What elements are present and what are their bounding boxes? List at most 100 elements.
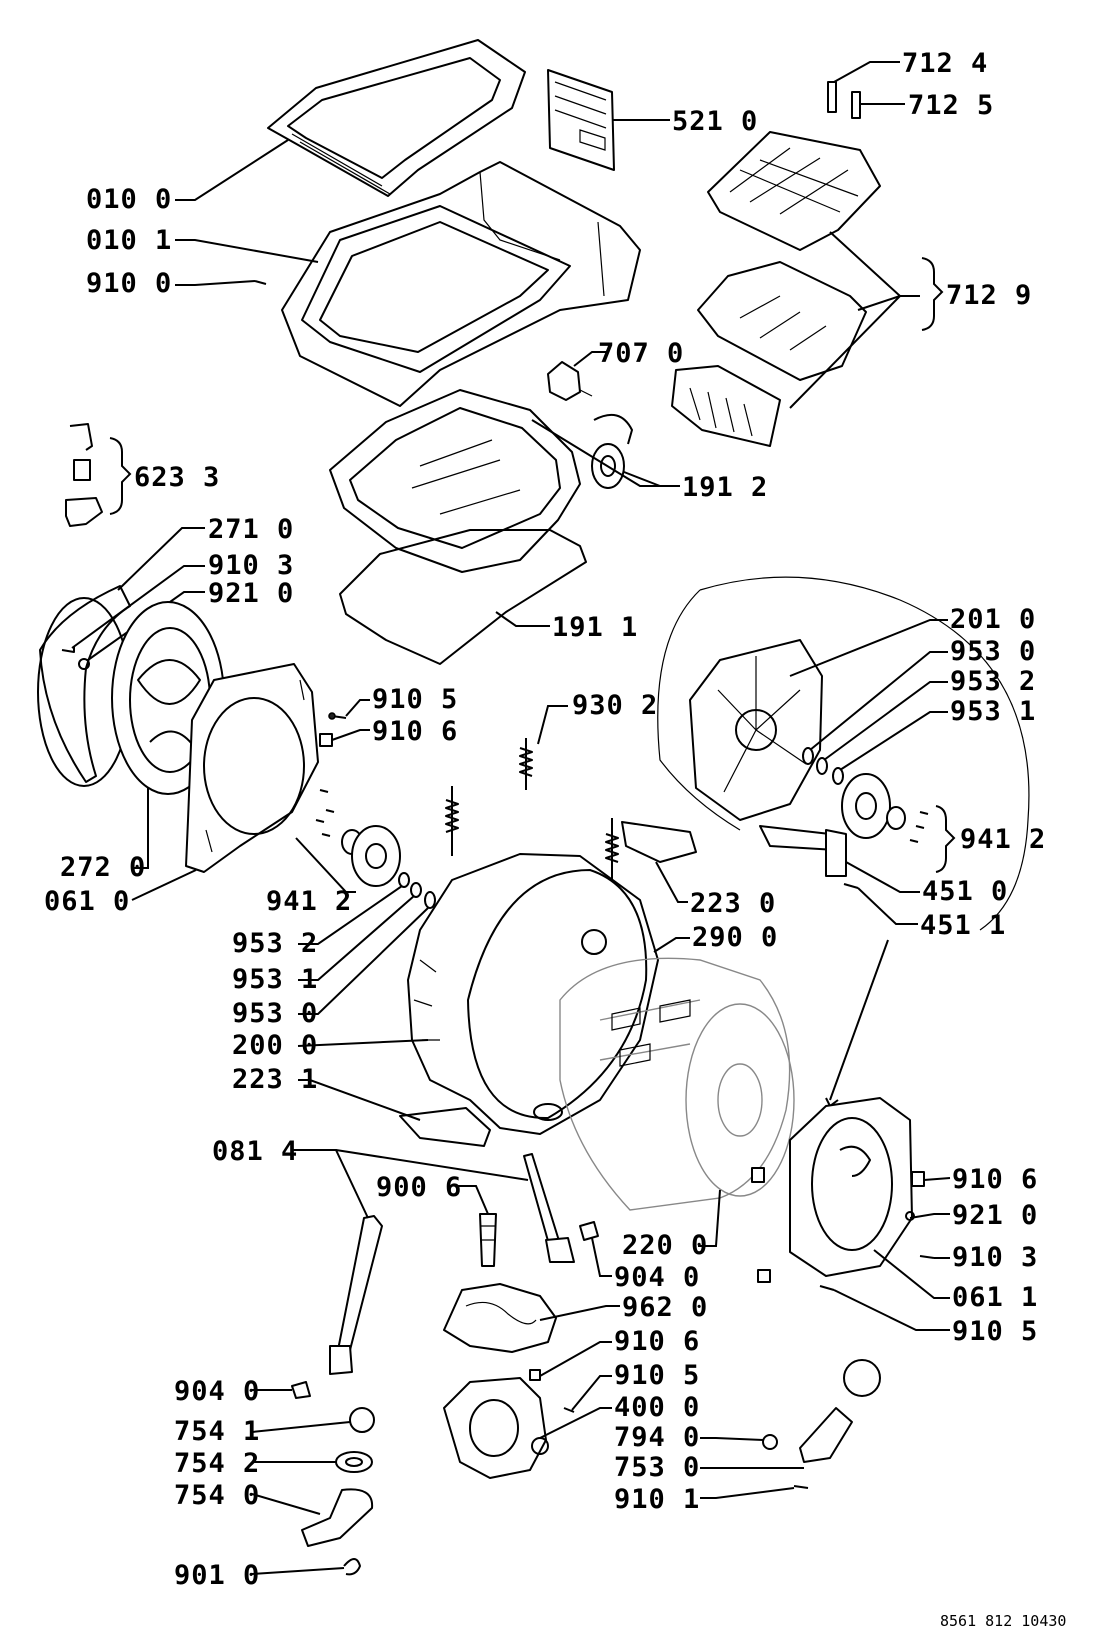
dispenser-assembly-712-9 (671, 131, 881, 447)
screw-910-3-left (61, 646, 75, 653)
pump-400-0 (443, 1377, 549, 1479)
label-941-2-a: 941 2 (266, 886, 352, 917)
label-953-2-b: 953 2 (950, 666, 1036, 697)
ring-953-0-left (424, 891, 436, 909)
label-953-1-a: 953 1 (232, 964, 318, 995)
leader-191-1 (495, 611, 550, 627)
document-number: 8561 812 10430 (940, 1612, 1066, 1630)
leader-962-0 (539, 1305, 620, 1321)
tub-top-ring-191-2 (329, 389, 581, 573)
label-191-1: 191 1 (552, 612, 638, 643)
leader-451-1 (857, 887, 918, 925)
label-910-6-b: 910 6 (614, 1326, 700, 1357)
leader-223-0 (655, 861, 688, 903)
screw-910-5-right (819, 1285, 835, 1291)
label-910-3-a: 910 3 (208, 550, 294, 581)
leader-754-1 (251, 1421, 351, 1433)
washer-921-0-left (78, 658, 90, 670)
brace-712-9 (921, 257, 944, 331)
ring-953-1-left (410, 882, 422, 898)
label-290-0: 290 0 (692, 922, 778, 953)
label-921-0-b: 921 0 (952, 1200, 1038, 1231)
ball-754-1 (349, 1407, 375, 1433)
clip-904-0-mid (579, 1221, 599, 1241)
label-904-0-b: 904 0 (174, 1376, 260, 1407)
label-910-5-b: 910 5 (614, 1360, 700, 1391)
panel-521-0 (547, 69, 615, 171)
label-794-0: 794 0 (614, 1422, 700, 1453)
inset-boundary (657, 576, 1030, 931)
ring-953-0-right (802, 747, 814, 765)
leader-904-0-a (591, 1237, 612, 1277)
leader-061-0 (131, 869, 197, 901)
label-451-0: 451 0 (922, 876, 1008, 907)
washer-921-0-right (905, 1211, 915, 1221)
leader-910-5-c (833, 1289, 950, 1331)
leader-900-6 (456, 1185, 489, 1215)
label-754-1: 754 1 (174, 1416, 260, 1447)
bearing-kit-941-2-left (315, 789, 401, 887)
label-061-0: 061 0 (44, 886, 130, 917)
leader-inset-arrow (829, 939, 889, 1101)
top-lid-frame-part (267, 39, 526, 197)
label-962-0: 962 0 (622, 1292, 708, 1323)
leader-953-0-a (298, 907, 429, 1015)
rear-flange-201-0 (689, 639, 823, 821)
leader-191-2-a (531, 419, 680, 487)
part-group-623-3 (65, 423, 103, 527)
label-623-3: 623 3 (134, 462, 220, 493)
label-200-0: 200 0 (232, 1030, 318, 1061)
leader-010-0 (175, 139, 289, 201)
plate-910-6-right (911, 1171, 925, 1187)
label-201-0: 201 0 (950, 604, 1036, 635)
label-010-0: 010 0 (86, 184, 172, 215)
leader-910-6-b (539, 1341, 612, 1377)
leader-910-3-a (71, 565, 205, 649)
hose-754-0 (301, 1488, 374, 1547)
label-953-0-a: 953 0 (232, 998, 318, 1029)
leader-910-5-a (345, 699, 370, 717)
leader-010-1 (175, 239, 319, 263)
bearing-kit-941-2-right (841, 773, 929, 843)
leader-290-0 (653, 937, 690, 953)
leader-953-2-a (298, 885, 403, 945)
leader-953-1-a (298, 895, 415, 981)
label-921-0-a: 921 0 (208, 578, 294, 609)
leader-953-0-b (809, 651, 948, 751)
label-904-0-a: 904 0 (614, 1262, 700, 1293)
label-910-5-c: 910 5 (952, 1316, 1038, 1347)
leader-707-0 (573, 351, 606, 367)
front-bracket-061-0 (185, 663, 319, 873)
label-081-4: 081 4 (212, 1136, 298, 1167)
label-754-2: 754 2 (174, 1448, 260, 1479)
part-707-0 (547, 361, 593, 401)
leader-930-2 (537, 705, 568, 745)
leader-200-0 (297, 1039, 429, 1047)
leader-712-9-c (789, 295, 901, 409)
shield-962-0 (443, 1283, 557, 1353)
ring-953-2-left (398, 872, 410, 888)
brace-623-3 (109, 437, 132, 515)
clip-904-0-left (291, 1381, 311, 1399)
label-400-0: 400 0 (614, 1392, 700, 1423)
leader-220-0 (698, 1189, 721, 1247)
leader-754-0 (251, 1493, 321, 1515)
label-272-0: 272 0 (60, 852, 146, 883)
label-451-1: 451 1 (920, 910, 1006, 941)
leader-201-0 (789, 619, 948, 677)
outer-tub-200-0 (407, 853, 659, 1135)
label-953-2-a: 953 2 (232, 928, 318, 959)
label-754-0: 754 0 (174, 1480, 260, 1511)
leader-712-9-b (857, 295, 901, 311)
bracket-223-0 (621, 821, 697, 863)
valve-753-0 (799, 1359, 881, 1463)
leader-953-1-b (839, 711, 948, 771)
shock-absorbers-081-4 (329, 1153, 575, 1375)
rear-bracket-061-1 (751, 1097, 913, 1283)
leader-061-1 (873, 1249, 950, 1299)
leader-910-1 (700, 1487, 795, 1499)
label-712-5: 712 5 (908, 90, 994, 121)
part-900-6 (479, 1213, 497, 1267)
label-223-0: 223 0 (690, 888, 776, 919)
label-191-2: 191 2 (682, 472, 768, 503)
